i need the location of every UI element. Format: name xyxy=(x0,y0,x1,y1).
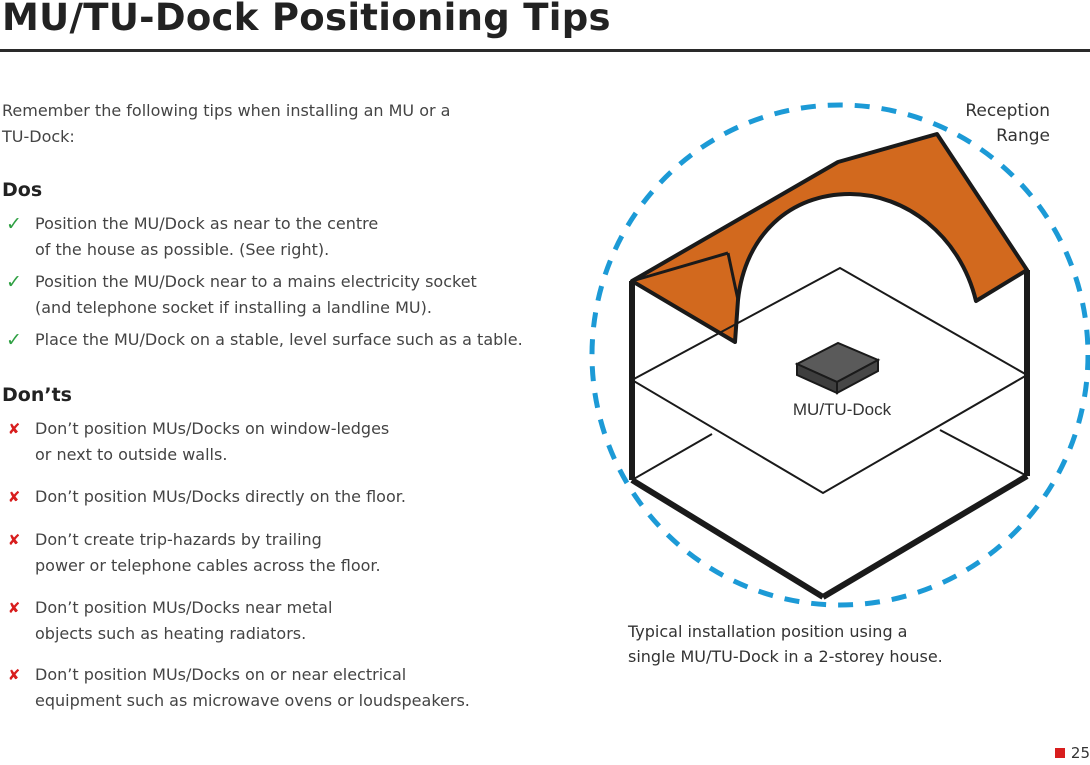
device-label: MU/TU-Dock xyxy=(793,400,892,419)
dos-item-text: Position the MU/Dock near to a mains ele… xyxy=(35,272,477,317)
mu-tu-dock-device xyxy=(794,341,881,395)
reception-range-circle xyxy=(589,102,1090,608)
roof-shape xyxy=(630,132,1029,344)
checkmark-icon: ✓ xyxy=(6,213,22,235)
cross-icon: ✘ xyxy=(7,488,21,506)
ground-floor-line-right xyxy=(939,429,1028,477)
cross-icon: ✘ xyxy=(7,531,21,549)
intro-text: Remember the following tips when install… xyxy=(2,101,451,146)
roof-edge-line xyxy=(726,252,740,301)
house-base-right xyxy=(821,473,1029,600)
cross-icon: ✘ xyxy=(7,420,21,438)
diagram-caption: Typical installation position using a si… xyxy=(628,622,943,666)
title-divider xyxy=(0,49,1090,52)
dos-item-text: Position the MU/Dock as near to the cent… xyxy=(35,214,379,259)
cross-icon: ✘ xyxy=(7,666,21,684)
dos-item-text: Place the MU/Dock on a stable, level sur… xyxy=(35,330,523,349)
donts-item-text: Don’t create trip-hazards by trailing po… xyxy=(35,530,381,575)
reception-range-label: Reception Range xyxy=(965,101,1050,146)
donts-item-text: Don’t position MUs/Docks on window-ledge… xyxy=(35,419,390,464)
roof-ridge-line xyxy=(631,251,729,283)
house-base-left xyxy=(630,477,825,600)
page-footer: 25 xyxy=(1054,744,1090,762)
page-number: 25 xyxy=(1070,744,1090,762)
donts-item-text: Don’t position MUs/Docks near metal obje… xyxy=(35,598,333,643)
dos-heading: Dos xyxy=(2,179,43,201)
checkmark-icon: ✓ xyxy=(6,329,22,351)
page-title: MU/TU-Dock Positioning Tips xyxy=(2,0,611,39)
checkmark-icon: ✓ xyxy=(6,271,22,293)
house-diagram: MU/TU-Dock xyxy=(589,102,1090,608)
cross-icon: ✘ xyxy=(7,599,21,617)
page-marker-icon xyxy=(1054,748,1065,758)
donts-item-text: Don’t position MUs/Docks directly on the… xyxy=(35,487,406,506)
upper-floor xyxy=(629,266,1030,495)
donts-item-text: Don’t position MUs/Docks on or near elec… xyxy=(35,665,470,710)
ground-floor-line-left xyxy=(631,433,713,481)
donts-heading: Don’ts xyxy=(2,384,72,406)
